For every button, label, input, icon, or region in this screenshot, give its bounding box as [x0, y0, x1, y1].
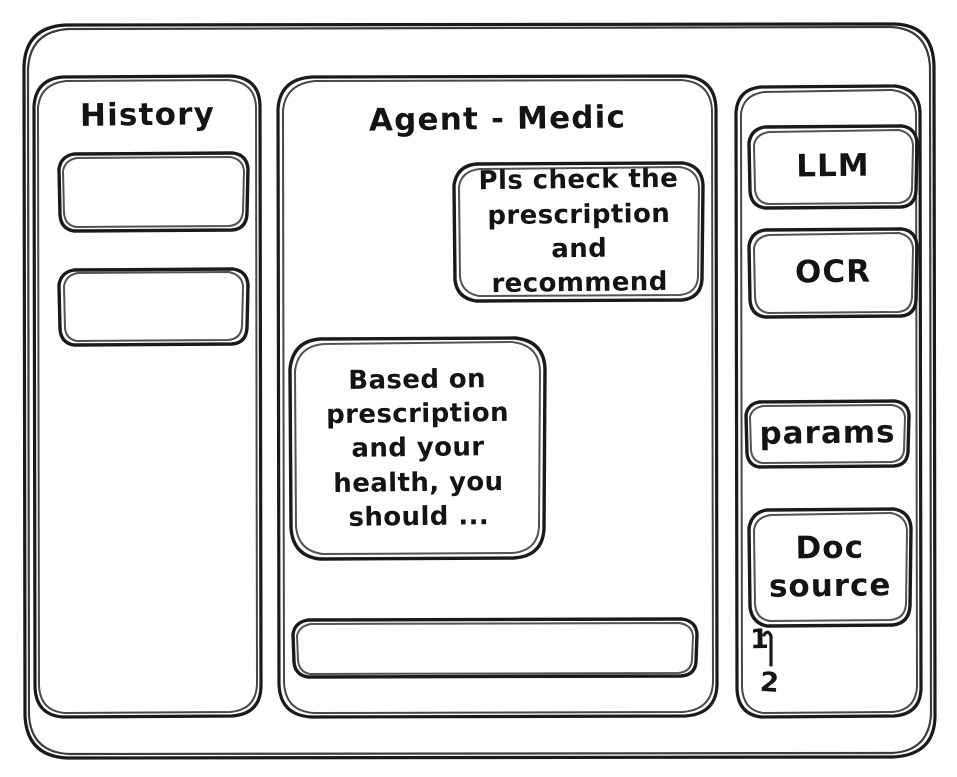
doc-source-reference-1[interactable]: 1: [749, 623, 770, 656]
tool-button-params[interactable]: params: [744, 399, 911, 469]
doc-source-card[interactable]: Doc source: [747, 507, 913, 629]
doc-source-reference-2[interactable]: 2: [759, 666, 781, 700]
history-panel-title: History: [79, 96, 216, 134]
history-item-2[interactable]: [57, 267, 250, 347]
tool-button-ocr[interactable]: OCR: [747, 227, 919, 319]
tool-button-llm[interactable]: LLM: [747, 124, 919, 210]
agent-panel-title: Agent - Medic: [368, 99, 627, 139]
history-item-1-label: [57, 150, 250, 152]
tool-button-params-label: params: [759, 414, 896, 452]
message-input[interactable]: [291, 617, 699, 679]
assistant-message-text: Based on prescription and your health, y…: [325, 363, 510, 533]
message-input-value: [307, 629, 683, 634]
tool-button-ocr-label: OCR: [794, 253, 872, 291]
history-item-1[interactable]: [57, 151, 250, 233]
user-message-bubble: Pls check the prescription and recommend: [452, 161, 706, 303]
doc-source-card-label: Doc source: [768, 529, 892, 605]
history-item-2-label: [57, 266, 250, 268]
user-message-text: Pls check the prescription and recommend: [478, 164, 679, 300]
assistant-message-bubble: Based on prescription and your health, y…: [288, 336, 548, 561]
tool-button-llm-label: LLM: [796, 147, 870, 185]
